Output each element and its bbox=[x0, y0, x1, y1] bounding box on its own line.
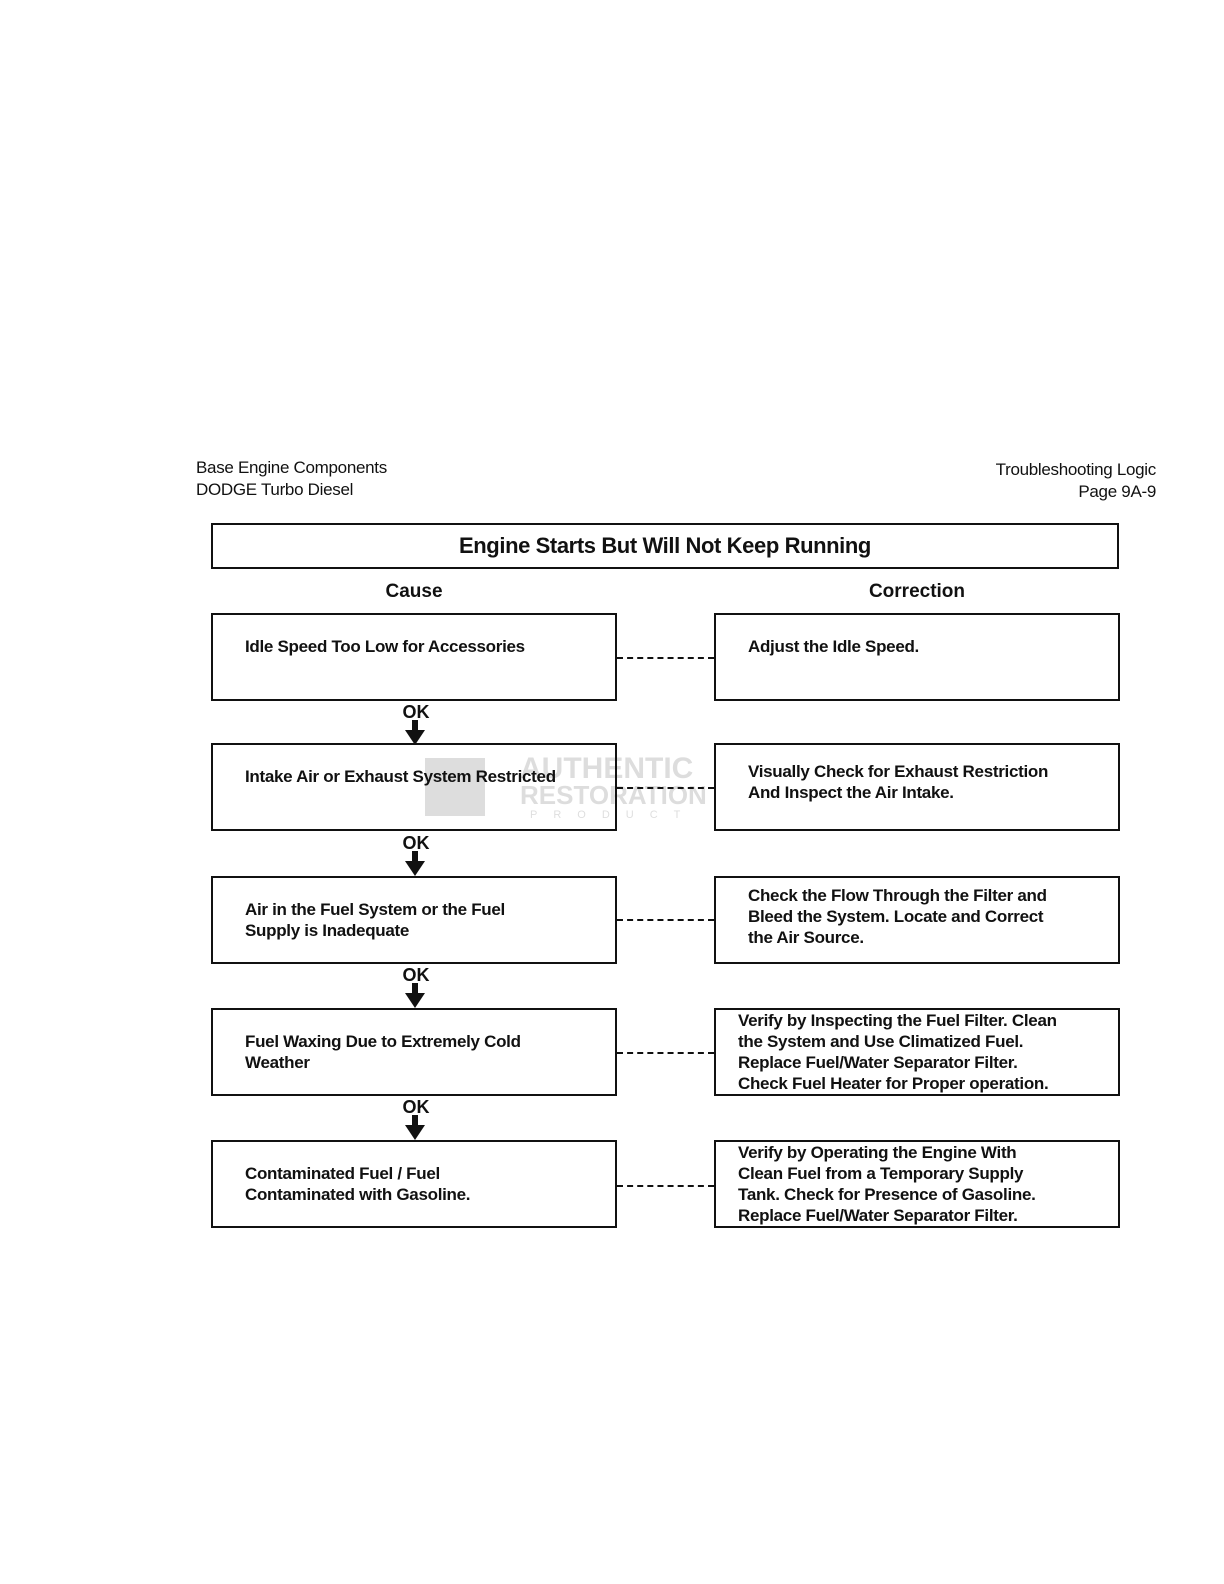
correction-text: Clean Fuel from a Temporary Supply bbox=[738, 1164, 1024, 1183]
cause-text: Intake Air or Exhaust System Restricted bbox=[245, 766, 556, 786]
ok-label: OK bbox=[402, 833, 430, 853]
watermark-logo: AUTHENTIC RESTORATION PRODUCT bbox=[425, 752, 707, 820]
correction-text: Tank. Check for Presence of Gasoline. bbox=[738, 1185, 1036, 1204]
dotted-connector bbox=[617, 657, 714, 659]
header-left: Base Engine Components DODGE Turbo Diese… bbox=[196, 457, 387, 501]
cause-text: Contaminated Fuel / Fuel bbox=[245, 1164, 440, 1183]
correction-text: Verify by Inspecting the Fuel Filter. Cl… bbox=[738, 1011, 1057, 1030]
page-number: Page 9A-9 bbox=[1078, 482, 1156, 501]
cause-box-3: Air in the Fuel System or the Fuel Suppl… bbox=[211, 876, 617, 964]
dotted-connector bbox=[617, 1185, 714, 1187]
cause-text: Idle Speed Too Low for Accessories bbox=[245, 636, 525, 656]
correction-text: the Air Source. bbox=[748, 927, 864, 947]
correction-text: Replace Fuel/Water Separator Filter. bbox=[738, 1206, 1018, 1225]
ok-label: OK bbox=[402, 702, 430, 722]
down-arrow-icon bbox=[405, 720, 425, 745]
correction-box-4: Verify by Inspecting the Fuel Filter. Cl… bbox=[714, 1008, 1120, 1096]
correction-box-3: Check the Flow Through the Filter and Bl… bbox=[714, 876, 1120, 964]
dotted-connector bbox=[617, 919, 714, 921]
section-name: Base Engine Components bbox=[196, 458, 387, 477]
correction-column-heading: Correction bbox=[868, 581, 966, 602]
cause-text: Weather bbox=[245, 1053, 310, 1072]
watermark-line1: AUTHENTIC bbox=[520, 752, 693, 785]
cause-box-4: Fuel Waxing Due to Extremely Cold Weathe… bbox=[211, 1008, 617, 1096]
cause-text: Supply is Inadequate bbox=[245, 921, 410, 940]
chapter-name: Troubleshooting Logic bbox=[995, 460, 1157, 479]
down-arrow-icon bbox=[405, 851, 425, 876]
dotted-connector bbox=[617, 1052, 714, 1054]
cause-text: Air in the Fuel System or the Fuel bbox=[245, 900, 505, 919]
correction-text: And Inspect the Air Intake. bbox=[748, 783, 954, 802]
correction-box-2: Visually Check for Exhaust Restriction A… bbox=[714, 743, 1120, 831]
cause-column-heading: Cause bbox=[385, 581, 443, 602]
correction-text: Adjust the Idle Speed. bbox=[748, 636, 919, 656]
ok-label: OK bbox=[402, 1097, 430, 1117]
header-right: Troubleshooting Logic Page 9A-9 bbox=[995, 459, 1157, 503]
cause-text: Fuel Waxing Due to Extremely Cold bbox=[245, 1032, 521, 1051]
cause-box-1: Idle Speed Too Low for Accessories bbox=[211, 613, 617, 701]
correction-text: Bleed the System. Locate and Correct bbox=[748, 906, 1044, 926]
correction-text: the System and Use Climatized Fuel. bbox=[738, 1032, 1024, 1051]
cause-box-2: Intake Air or Exhaust System Restricted bbox=[211, 743, 617, 831]
cause-box-5: Contaminated Fuel / Fuel Contaminated wi… bbox=[211, 1140, 617, 1228]
correction-text: Verify by Operating the Engine With bbox=[738, 1143, 1017, 1162]
down-arrow-icon bbox=[405, 983, 425, 1008]
correction-text: Replace Fuel/Water Separator Filter. bbox=[738, 1053, 1018, 1072]
ok-label: OK bbox=[402, 965, 430, 985]
correction-box-5: Verify by Operating the Engine With Clea… bbox=[714, 1140, 1120, 1228]
vehicle-name: DODGE Turbo Diesel bbox=[196, 480, 354, 499]
watermark-line2: RESTORATION bbox=[520, 780, 707, 810]
correction-box-1: Adjust the Idle Speed. bbox=[714, 613, 1120, 701]
correction-text: Check Fuel Heater for Proper operation. bbox=[738, 1074, 1049, 1093]
cause-text: Contaminated with Gasoline. bbox=[245, 1185, 471, 1204]
flowchart-title: Engine Starts But Will Not Keep Running bbox=[211, 523, 1119, 569]
watermark-line3: PRODUCT bbox=[530, 809, 696, 820]
correction-text: Check the Flow Through the Filter and bbox=[748, 885, 1047, 905]
correction-text: Visually Check for Exhaust Restriction bbox=[748, 762, 1049, 781]
dotted-connector bbox=[617, 787, 714, 789]
down-arrow-icon bbox=[405, 1115, 425, 1140]
